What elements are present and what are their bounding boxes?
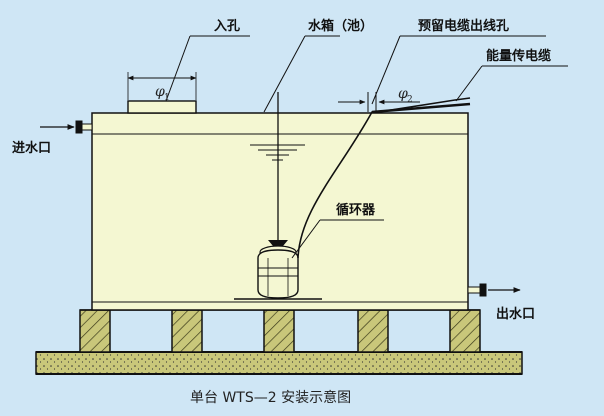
phi1-symbol: φ <box>155 84 165 100</box>
outlet-pipe <box>467 283 521 297</box>
tank-label: 水箱（池） <box>308 18 373 34</box>
power-cable-line <box>297 97 471 259</box>
inlet-pipe <box>40 120 93 134</box>
inlet-label: 进水口 <box>12 140 51 156</box>
support-beams <box>79 309 481 353</box>
phi2-symbol: φ <box>398 86 408 102</box>
manhole-label: 入孔 <box>214 19 240 34</box>
cable-hole-label: 预留电缆出线孔 <box>418 18 509 34</box>
diagram-caption: 单台 WTS—2 安装示意图 <box>190 389 351 406</box>
power-cable-label: 能量传电缆 <box>486 48 551 64</box>
circulator-label: 循环器 <box>336 202 376 218</box>
cable-outlet <box>371 102 471 114</box>
outlet-label: 出水口 <box>496 306 535 322</box>
leader-lines <box>165 35 568 259</box>
circulator <box>234 92 322 300</box>
phi1-subscript: 1 <box>164 93 170 103</box>
phi2-subscript: 2 <box>407 95 413 105</box>
ground-slab <box>35 351 523 375</box>
manhole-cover <box>127 72 197 114</box>
